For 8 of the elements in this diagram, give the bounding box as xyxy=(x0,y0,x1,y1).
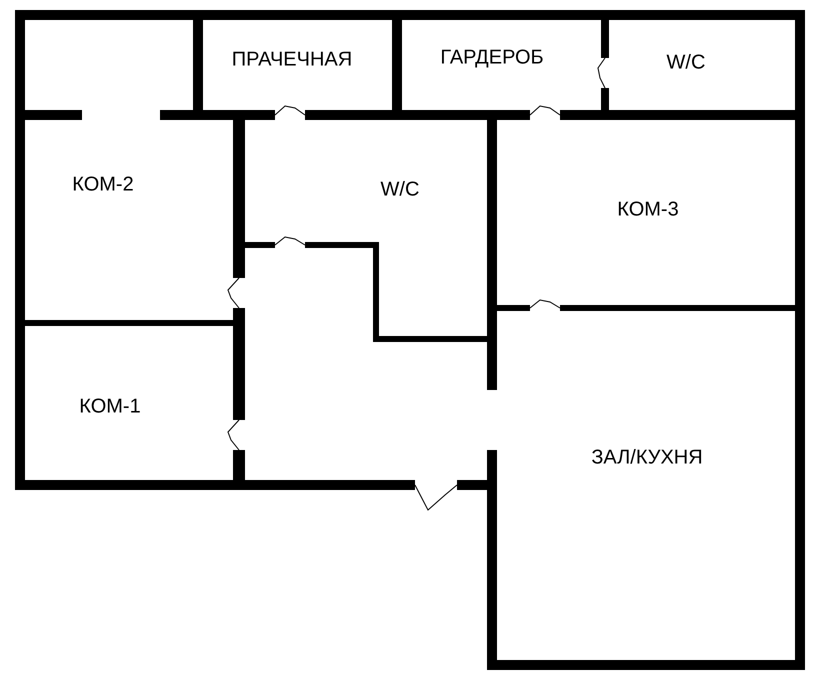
room-label: ЗАЛ/КУХНЯ xyxy=(591,446,703,470)
room-label: КОМ-2 xyxy=(72,174,134,196)
room-label: ПРАЧЕЧНАЯ xyxy=(232,48,352,72)
room-label: КОМ-1 xyxy=(79,396,141,418)
room-label: КОМ-3 xyxy=(617,198,679,222)
room-label: W/C xyxy=(666,52,706,74)
room-label: ГАРДЕРОБ xyxy=(440,46,544,70)
room-label: W/C xyxy=(380,178,420,202)
